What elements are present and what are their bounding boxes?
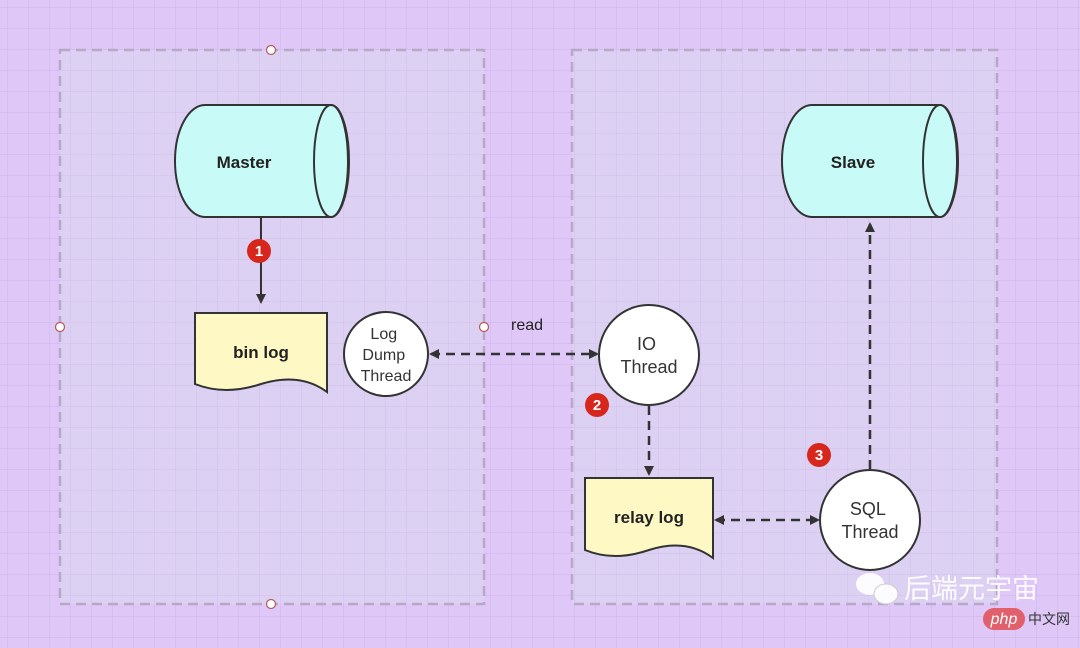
sql-thread-line2: Thread [841, 522, 898, 542]
slave-label: Slave [831, 153, 875, 172]
log-dump-line2: Dump [362, 347, 405, 364]
step-2-label: 2 [593, 397, 601, 414]
step-1-label: 1 [255, 243, 263, 260]
slave-database[interactable]: Slave [781, 104, 959, 218]
log-dump-thread[interactable]: Log Dump Thread [343, 311, 429, 397]
step-3-label: 3 [815, 447, 823, 464]
step-badge-1 [247, 239, 271, 263]
watermark-badge: php [990, 611, 1018, 628]
watermark-text: 后端元宇宙 [904, 574, 1039, 604]
read-label: read [511, 317, 543, 334]
resize-handle-bottom[interactable] [265, 598, 277, 610]
watermark: 后端元宇宙 php 中文网 [856, 573, 1070, 630]
master-database[interactable]: Master [174, 104, 350, 218]
master-label: Master [217, 153, 272, 172]
watermark-suffix: 中文网 [1028, 611, 1070, 627]
relay-log-document[interactable]: relay log [584, 477, 714, 560]
sql-thread[interactable]: SQL Thread [819, 469, 921, 571]
resize-handle-right[interactable] [478, 321, 490, 333]
resize-handle-top[interactable] [265, 44, 277, 56]
log-dump-line3: Thread [361, 368, 412, 385]
log-dump-line1: Log [370, 326, 397, 343]
svg-text:SQL Thread: SQL Thread [841, 499, 898, 542]
bin-log-label: bin log [233, 343, 289, 362]
svg-text:Log Dump Thread: Log Dump Thread [361, 326, 412, 385]
bin-log-document[interactable]: bin log [194, 312, 328, 394]
step-badge-3 [807, 443, 831, 467]
sql-thread-line1: SQL [850, 499, 886, 519]
watermark-badge-bg [983, 608, 1025, 630]
resize-handle-left[interactable] [54, 321, 66, 333]
wechat-icon [856, 573, 899, 605]
step-badge-2 [585, 393, 609, 417]
relay-log-label: relay log [614, 508, 684, 527]
io-thread-line2: Thread [620, 357, 677, 377]
io-thread[interactable]: IO Thread [598, 304, 700, 406]
io-thread-line1: IO [637, 334, 656, 354]
svg-text:IO Thread: IO Thread [620, 334, 677, 377]
